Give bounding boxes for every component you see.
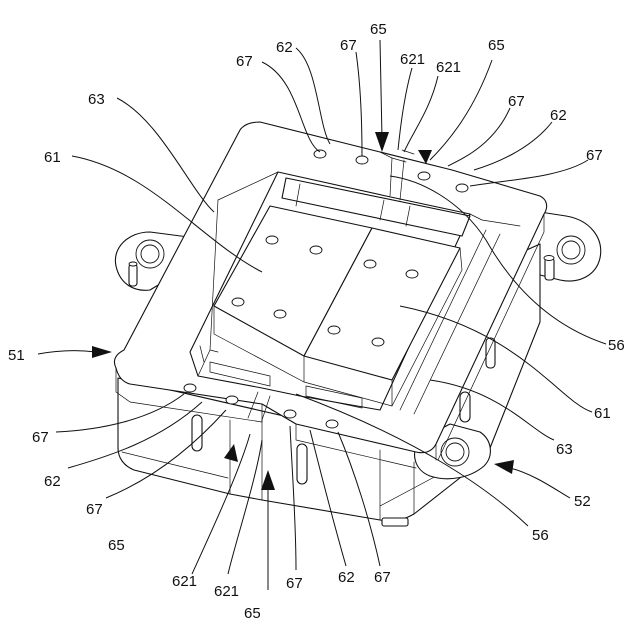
label-63-right: 63 bbox=[556, 441, 573, 458]
label-62-bl: 62 bbox=[44, 473, 61, 490]
label-67-bb: 67 bbox=[286, 575, 303, 592]
label-67-bb2: 67 bbox=[374, 569, 391, 586]
label-62-a: 62 bbox=[276, 39, 293, 56]
label-61-left: 61 bbox=[44, 149, 61, 166]
label-67-a: 67 bbox=[236, 53, 253, 70]
label-62-bb: 62 bbox=[338, 569, 355, 586]
label-63-top: 63 bbox=[88, 91, 105, 108]
label-67-d: 67 bbox=[586, 147, 603, 164]
label-65-bl: 65 bbox=[108, 537, 125, 554]
label-56-bottom: 56 bbox=[532, 527, 549, 544]
label-67-c: 67 bbox=[508, 93, 525, 110]
label-621-bl: 621 bbox=[172, 573, 197, 590]
label-51: 51 bbox=[8, 347, 25, 364]
label-67-b: 67 bbox=[340, 37, 357, 54]
label-67-bl2: 67 bbox=[86, 501, 103, 518]
label-621-bl2: 621 bbox=[214, 583, 239, 600]
label-65-top: 65 bbox=[370, 21, 387, 38]
label-62-b: 62 bbox=[550, 107, 567, 124]
label-65-topright: 65 bbox=[488, 37, 505, 54]
label-56-right: 56 bbox=[608, 337, 625, 354]
label-67-bl: 67 bbox=[32, 429, 49, 446]
label-621-b: 621 bbox=[436, 59, 461, 76]
label-61-right: 61 bbox=[594, 405, 611, 422]
label-65-bottom: 65 bbox=[244, 605, 261, 622]
label-52: 52 bbox=[574, 493, 591, 510]
label-621-a: 621 bbox=[400, 51, 425, 68]
